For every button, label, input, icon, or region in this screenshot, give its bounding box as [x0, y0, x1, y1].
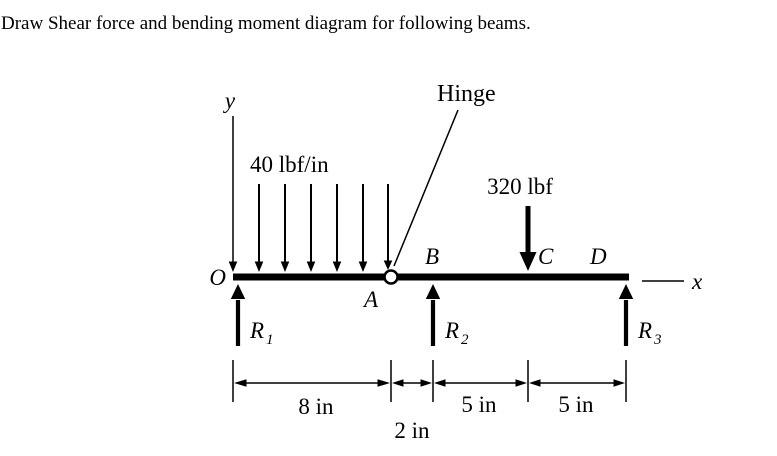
- y-axis: y: [223, 88, 238, 272]
- reaction-sub-r2: 2: [461, 332, 469, 348]
- point-label-O: O: [209, 265, 226, 290]
- hinge-label: Hinge: [437, 81, 496, 107]
- dimension-8in: 8 in: [234, 379, 390, 419]
- point-load: 320 lbf: [487, 174, 553, 271]
- point-label-B: B: [425, 244, 439, 269]
- y-axis-label: y: [223, 88, 236, 113]
- point-label-A: A: [362, 287, 379, 312]
- load-arrow: [306, 184, 316, 272]
- left-arrow-icon: [234, 379, 247, 387]
- reaction-r3: R 3: [618, 284, 662, 348]
- x-axis: x: [642, 269, 703, 294]
- left-arrow-icon: [434, 379, 446, 387]
- hinge-callout: Hinge: [393, 81, 496, 267]
- distributed-load-label: 40 lbf/in: [250, 152, 329, 177]
- hinge-leader-line: [393, 109, 459, 267]
- hinge-pin: [383, 269, 399, 285]
- up-arrow-icon: [230, 284, 246, 299]
- dimension-2in: 2 in: [392, 379, 432, 443]
- down-arrow-icon: [254, 261, 264, 272]
- distributed-load: 40 lbf/in: [250, 152, 393, 272]
- down-arrow-icon: [519, 252, 537, 271]
- point-label-C: C: [538, 244, 554, 269]
- load-arrow: [332, 184, 342, 272]
- beam: [233, 273, 629, 281]
- reaction-label-r2: R: [444, 318, 459, 343]
- up-arrow-icon: [618, 284, 634, 299]
- right-arrow-icon: [420, 379, 432, 387]
- down-arrow-icon: [306, 261, 316, 272]
- dimension-label-5in-cd: 5 in: [558, 392, 594, 417]
- right-arrow-icon: [515, 379, 527, 387]
- load-arrow: [358, 184, 368, 272]
- dimension-label-5in-bc: 5 in: [461, 392, 497, 417]
- down-arrow-icon: [358, 261, 368, 272]
- reaction-sub-r1: 1: [266, 332, 274, 348]
- dimension-ticks: [232, 360, 627, 402]
- reaction-r1: R 1: [230, 284, 274, 348]
- dimension-5in-cd: 5 in: [529, 379, 625, 417]
- point-label-D: D: [589, 244, 607, 269]
- reaction-label-r1: R: [249, 318, 264, 343]
- dimension-label-8in: 8 in: [298, 394, 334, 419]
- dimension-5in-bc: 5 in: [434, 379, 527, 417]
- x-axis-label: x: [691, 269, 703, 294]
- down-arrow-icon: [280, 261, 290, 272]
- problem-title: Draw Shear force and bending moment diag…: [1, 13, 531, 34]
- reaction-label-r3: R: [637, 318, 652, 343]
- dimension-label-2in: 2 in: [394, 418, 430, 443]
- up-arrow-icon: [425, 284, 441, 299]
- point-load-label: 320 lbf: [487, 174, 553, 199]
- down-arrow-icon: [332, 261, 342, 272]
- down-arrow-icon: [228, 261, 238, 272]
- load-arrow: [383, 184, 393, 270]
- right-arrow-icon: [613, 379, 625, 387]
- left-arrow-icon: [392, 379, 404, 387]
- reaction-r2: R 2: [425, 284, 469, 348]
- load-arrow: [280, 184, 290, 272]
- load-arrow: [254, 184, 264, 272]
- down-arrow-icon: [383, 260, 393, 270]
- reaction-sub-r3: 3: [653, 332, 662, 348]
- right-arrow-icon: [377, 379, 390, 387]
- left-arrow-icon: [529, 379, 541, 387]
